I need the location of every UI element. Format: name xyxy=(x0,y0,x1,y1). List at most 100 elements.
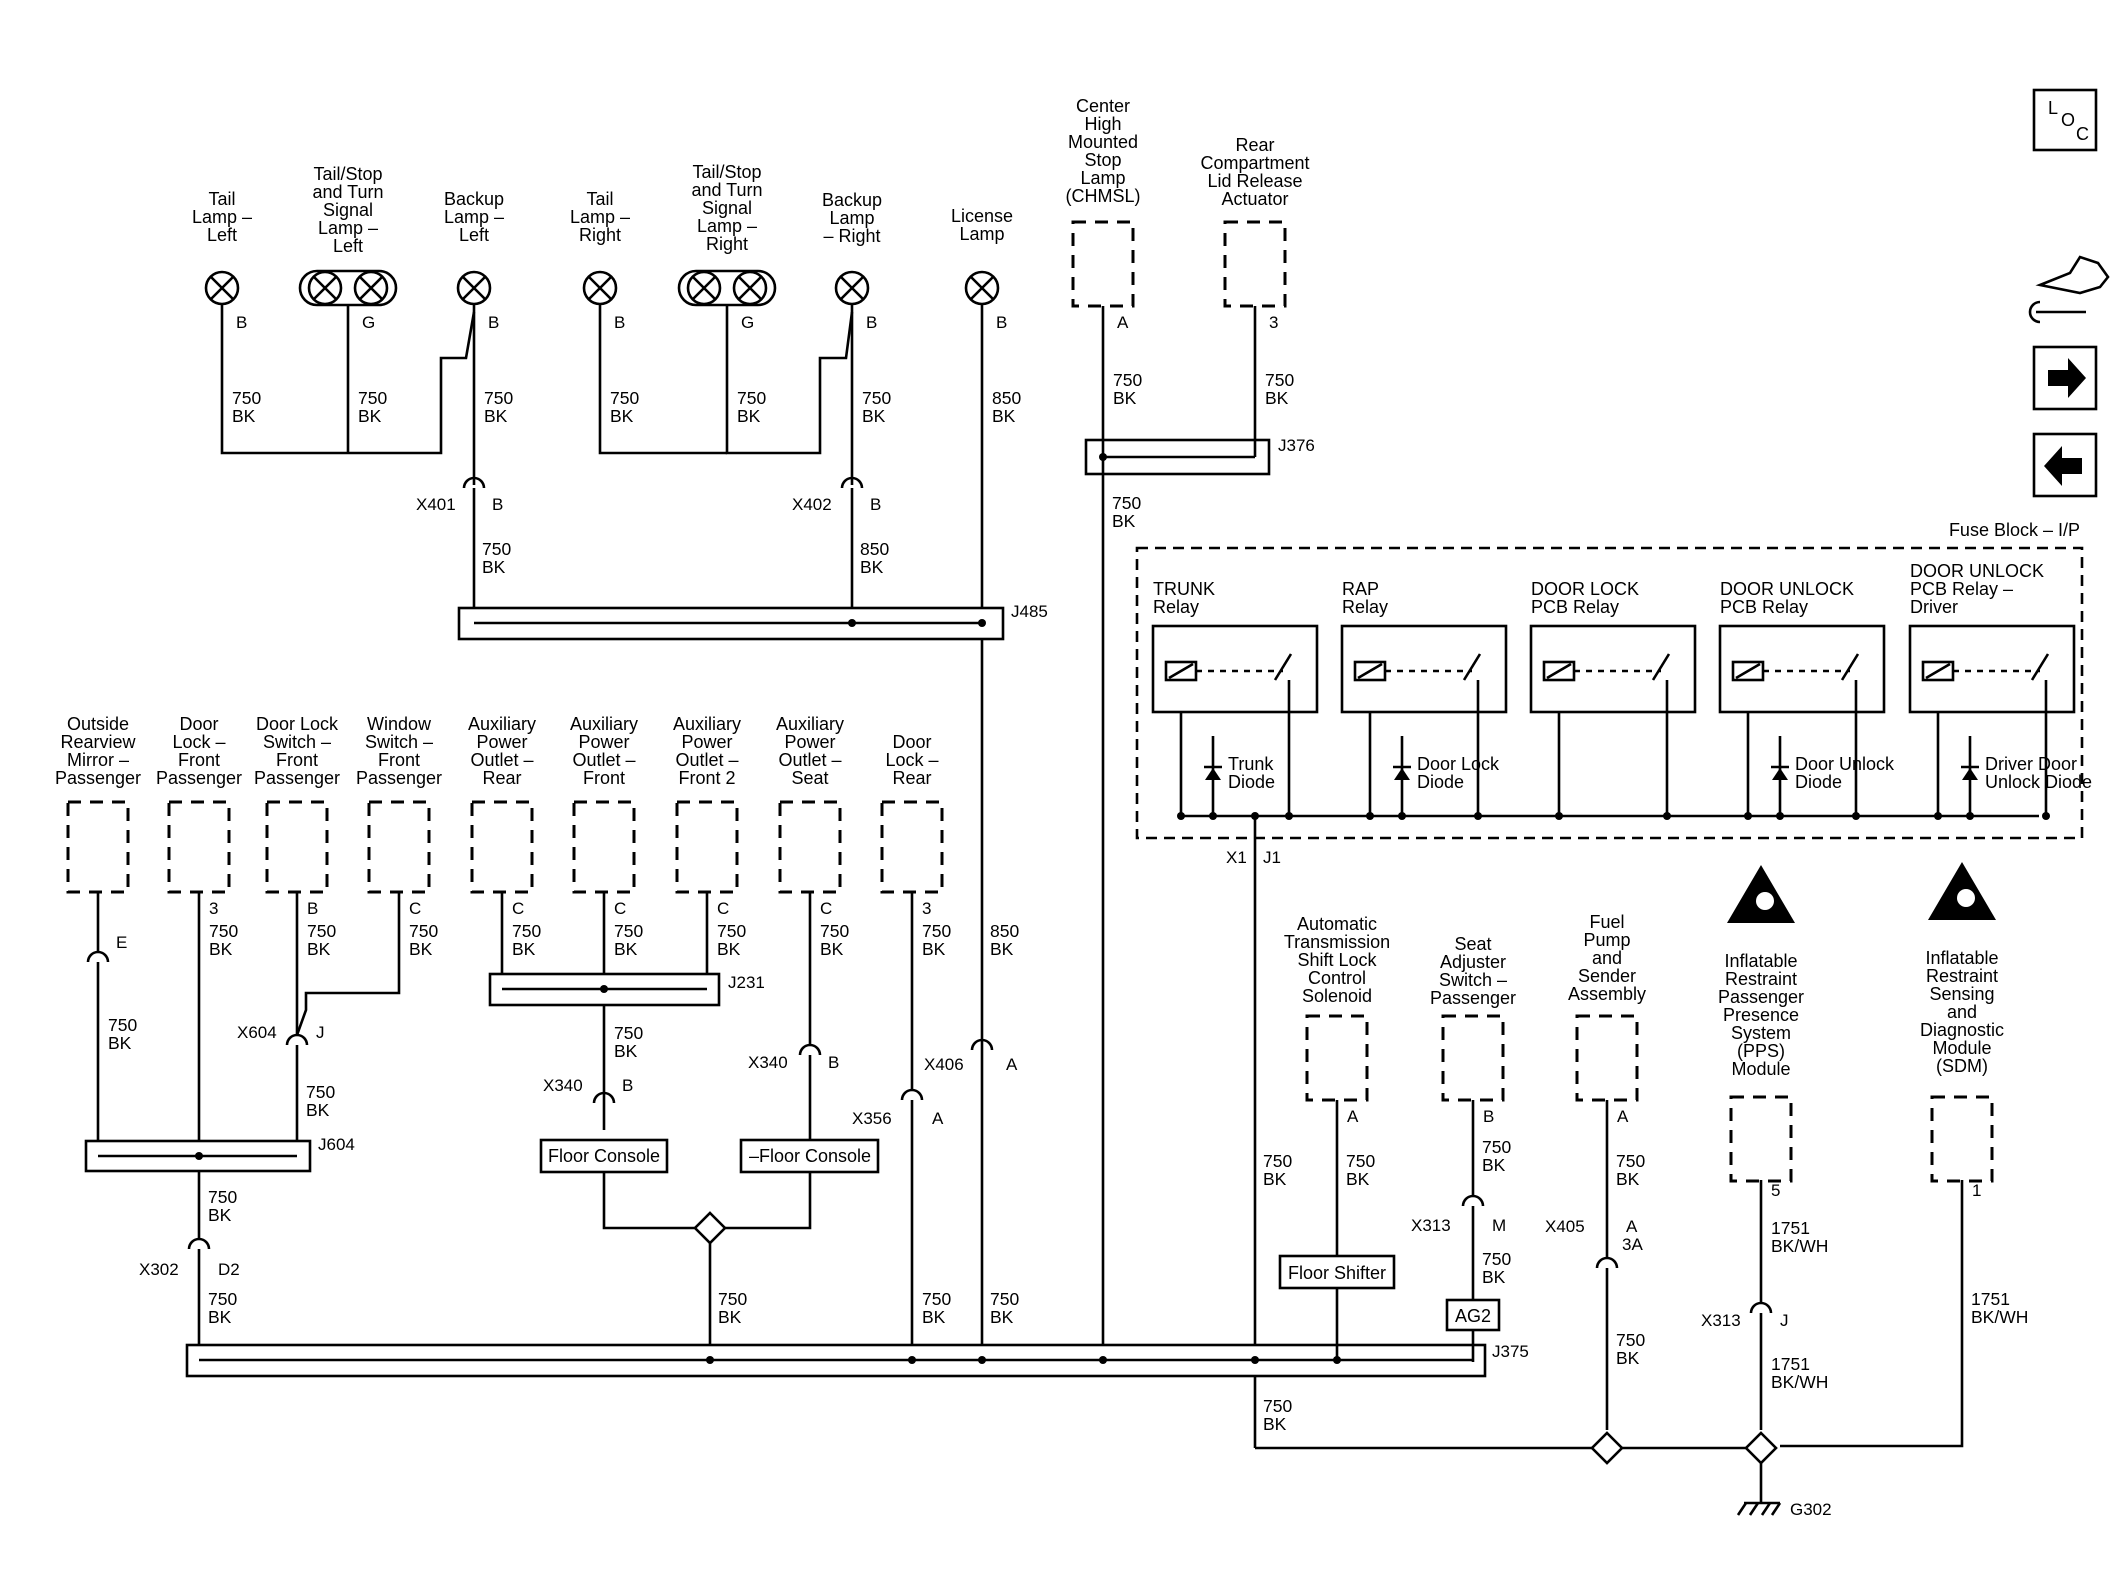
lower-wiring: E 750 BK X604 J 750 BK J604 750 BK X302 … xyxy=(84,892,1529,1378)
component-label-line: Lamp – xyxy=(192,207,252,227)
wire-label-x401: 750 BK xyxy=(482,539,511,577)
component-label-line: Tail/Stop xyxy=(313,164,382,184)
svg-text:750: 750 xyxy=(306,1082,335,1102)
svg-text:750: 750 xyxy=(1616,1151,1645,1171)
svg-text:A: A xyxy=(932,1109,944,1128)
wire-label: 750 xyxy=(307,921,336,941)
svg-text:B: B xyxy=(828,1053,839,1072)
wire-label: 750 xyxy=(737,388,766,408)
ground-g302: G302 xyxy=(1736,1500,1832,1519)
pin-label: B xyxy=(488,313,499,332)
svg-text:750: 750 xyxy=(1616,1330,1645,1350)
arrow-right-icon[interactable] xyxy=(2032,345,2098,411)
component-label-line: Front xyxy=(178,750,220,770)
diode-label: Diode xyxy=(1795,772,1842,792)
loc-icon[interactable]: L O C xyxy=(2032,88,2098,152)
floor-shifter-tag: Floor Shifter xyxy=(1288,1263,1386,1283)
component-label-line: Fuel xyxy=(1589,912,1624,932)
svg-text:J: J xyxy=(316,1023,325,1042)
component-pps: InflatableRestraintPassengerPresenceSyst… xyxy=(1718,865,1804,1200)
component-label-line: and Turn xyxy=(312,182,383,202)
ground-wiring: 750 BK Floor Shifter 750 BK 750 BK AG2 7… xyxy=(1255,1100,2028,1519)
svg-text:BK: BK xyxy=(922,1307,946,1327)
arrow-left-icon[interactable] xyxy=(2032,432,2098,498)
svg-text:BK: BK xyxy=(1112,511,1136,531)
floor-console-tag: Floor Console xyxy=(548,1146,660,1166)
component-label-line: Rearview xyxy=(60,732,136,752)
svg-text:J485: J485 xyxy=(1011,602,1048,621)
component-label-line: Adjuster xyxy=(1440,952,1506,972)
svg-text:BK: BK xyxy=(208,1307,232,1327)
svg-text:1751: 1751 xyxy=(1971,1289,2010,1309)
svg-text:750: 750 xyxy=(1112,493,1141,513)
component-label-line: Module xyxy=(1731,1059,1790,1079)
svg-text:X405: X405 xyxy=(1545,1217,1585,1236)
svg-text:750: 750 xyxy=(482,539,511,559)
diode-label: Door Unlock xyxy=(1795,754,1895,774)
component-label-line: Tail xyxy=(208,189,235,209)
wire-label: 750 xyxy=(358,388,387,408)
component-label-line: Window xyxy=(367,714,432,734)
relay-label: TRUNK xyxy=(1153,579,1215,599)
component-label-line: Rear xyxy=(482,768,521,788)
component-label-line: Center xyxy=(1076,96,1130,116)
wire-label: BK xyxy=(737,406,761,426)
pin-label: A xyxy=(1347,1107,1359,1126)
vehicle-wrench-icon[interactable] xyxy=(2028,255,2110,324)
component-label-line: Switch – xyxy=(365,732,433,752)
relay-label: PCB Relay xyxy=(1531,597,1619,617)
airbag-warning-icon xyxy=(1727,865,1795,923)
svg-text:X401: X401 xyxy=(416,495,456,514)
component-label-line: Power xyxy=(476,732,527,752)
component-label-line: Pump xyxy=(1583,930,1630,950)
wire-label: 750 xyxy=(820,921,849,941)
svg-text:BK: BK xyxy=(860,557,884,577)
wire-label: BK xyxy=(992,406,1016,426)
svg-text:B: B xyxy=(870,495,881,514)
splice-j485: J485 xyxy=(457,602,1048,641)
component-label-line: Compartment xyxy=(1200,153,1309,173)
ag2-tag: AG2 xyxy=(1455,1306,1491,1326)
svg-text:3A: 3A xyxy=(1622,1235,1643,1254)
svg-text:X356: X356 xyxy=(852,1109,892,1128)
svg-text:850: 850 xyxy=(990,921,1019,941)
pin-label: B xyxy=(307,899,318,918)
wire-label: BK xyxy=(614,939,638,959)
svg-text:J375: J375 xyxy=(1492,1342,1529,1361)
svg-text:750: 750 xyxy=(1482,1249,1511,1269)
wire-label: BK xyxy=(717,939,741,959)
svg-text:BK: BK xyxy=(1616,1169,1640,1189)
component-label-line: Lamp – xyxy=(570,207,630,227)
component-label-line: Outlet – xyxy=(470,750,533,770)
wire-label: BK xyxy=(232,406,256,426)
svg-text:750: 750 xyxy=(718,1289,747,1309)
component-label-line: Inflatable xyxy=(1925,948,1998,968)
pin-label: 3 xyxy=(209,899,218,918)
pin-label: G xyxy=(741,313,754,332)
rear-lamp-wiring xyxy=(220,311,984,1372)
component-label-line: Door Lock xyxy=(256,714,339,734)
floor-console-tag-2: –Floor Console xyxy=(749,1146,871,1166)
wire-label: 750 xyxy=(610,388,639,408)
svg-text:BK: BK xyxy=(306,1100,330,1120)
diode-label: Trunk xyxy=(1228,754,1274,774)
diode-icon xyxy=(1962,768,1978,780)
pin-label: B xyxy=(1483,1107,1494,1126)
relay-label: PCB Relay – xyxy=(1910,579,2013,599)
wire-label: BK xyxy=(409,939,433,959)
wire-label: 750 xyxy=(1265,370,1294,390)
component-label-line: Actuator xyxy=(1221,189,1288,209)
relay-label: PCB Relay xyxy=(1720,597,1808,617)
relay-label: Relay xyxy=(1153,597,1199,617)
component-label-line: Module xyxy=(1932,1038,1991,1058)
svg-text:M: M xyxy=(1492,1216,1506,1235)
